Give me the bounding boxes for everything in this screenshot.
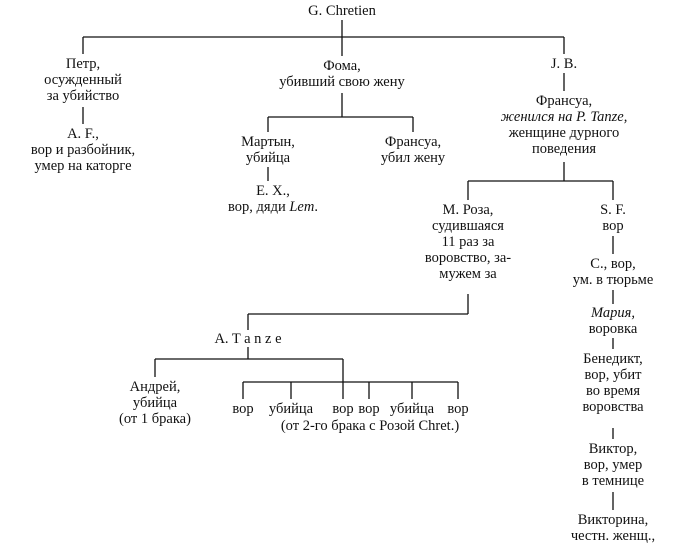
node-child2-4-label: вор — [358, 401, 380, 417]
node-francois2-line2: женился на P. Tanze, — [500, 109, 628, 125]
node-jb: J. B. — [529, 56, 599, 72]
node-foma-line2: убивший свою жену — [279, 74, 405, 90]
node-petr-line1: Петр, — [65, 56, 101, 72]
node-francois2: Франсуа, женился на P. Tanze, женщине ду… — [484, 93, 644, 157]
node-child2-4: вор — [349, 401, 389, 417]
node-atanze-label: A. T a n z e — [214, 331, 282, 347]
node-maria-line2: воровка — [588, 321, 638, 337]
node-viktorina-line2: честн. женщ., — [570, 528, 656, 544]
node-petr: Петр, осужденный за убийство — [18, 56, 148, 104]
node-af-line2: вор и разбойник, — [30, 142, 136, 158]
node-children2-note-label: (от 2-го брака с Розой Chret.) — [280, 418, 460, 434]
node-viktor-line3: в темнице — [581, 473, 645, 489]
node-francois2-line1: Франсуа, — [535, 93, 593, 109]
node-benedikt-line2: вор, убит — [584, 367, 642, 383]
node-martyn-line2: убийца — [245, 150, 291, 166]
node-sf: S. F. вор — [573, 202, 653, 234]
node-child2-3: вор — [323, 401, 363, 417]
node-benedikt-line1: Бенедикт, — [583, 351, 643, 367]
node-ex-end: . — [314, 199, 318, 215]
node-viktorina: Викторина, честн. женщ., — [558, 512, 668, 544]
node-benedikt-line4: воровства — [582, 399, 644, 415]
node-c-line2: ум. в тюрьме — [572, 272, 654, 288]
node-petr-line2: осужденный — [44, 72, 122, 88]
node-child2-6: вор — [438, 401, 478, 417]
node-atanze: A. T a n z e — [188, 331, 308, 347]
node-martyn: Мартын, убийца — [218, 134, 318, 166]
node-mroza-line3: 11 раз за — [441, 234, 495, 250]
node-francois1: Франсуа, убил жену — [363, 134, 463, 166]
node-sf-line2: вор — [602, 218, 624, 234]
node-benedikt: Бенедикт, вор, убит во время воровства — [563, 351, 663, 415]
node-viktor: Виктор, вор, умер в темнице — [563, 441, 663, 489]
node-child2-2: убийца — [261, 401, 321, 417]
node-child2-6-label: вор — [447, 401, 469, 417]
node-root-label: G. Chretien — [308, 3, 376, 19]
node-child2-1-label: вор — [232, 401, 254, 417]
node-benedikt-line3: во время — [586, 383, 640, 399]
node-ex-name: Lem — [289, 199, 315, 215]
node-martyn-line1: Мартын, — [241, 134, 295, 150]
node-child2-2-label: убийца — [268, 401, 314, 417]
node-francois2-line4: поведения — [531, 141, 597, 157]
node-mroza: M. Роза, судившаяся 11 раз за воровство,… — [408, 202, 528, 282]
node-jb-label: J. B. — [550, 56, 578, 72]
node-mroza-line4: воровство, за- — [424, 250, 512, 266]
node-mroza-line2: судившаяся — [432, 218, 504, 234]
node-maria: Мария, воровка — [568, 305, 658, 337]
node-ex-text: вор, дяди — [228, 199, 290, 215]
node-andrey: Андрей, убийца (от 1 брака) — [100, 379, 210, 427]
node-af-line3: умер на каторге — [34, 158, 132, 174]
node-af-line1: A. F., — [67, 126, 99, 142]
node-child2-1: вор — [223, 401, 263, 417]
node-francois2-line3: женщине дурного — [508, 125, 620, 141]
node-ex-line1: E. X., — [256, 183, 290, 199]
node-viktor-line1: Виктор, — [588, 441, 638, 457]
node-foma-line1: Фома, — [323, 58, 361, 74]
node-child2-5-label: убийца — [389, 401, 435, 417]
node-ex-line2: вор, дяди Lem. — [208, 199, 338, 215]
node-sf-line1: S. F. — [600, 202, 626, 218]
node-mroza-line5: мужем за — [439, 266, 497, 282]
node-maria-line1: Мария, — [591, 305, 635, 321]
node-andrey-line2: убийца — [132, 395, 178, 411]
node-mroza-line1: M. Роза, — [442, 202, 494, 218]
node-andrey-line1: Андрей, — [129, 379, 181, 395]
node-andrey-line3: (от 1 брака) — [119, 411, 191, 427]
node-c-line1: C., вор, — [590, 256, 636, 272]
node-viktorina-line1: Викторина, — [577, 512, 649, 528]
node-francois1-line1: Франсуа, — [384, 134, 442, 150]
node-viktor-line2: вор, умер — [583, 457, 643, 473]
node-child2-5: убийца — [382, 401, 442, 417]
node-children2-note: (от 2-го брака с Розой Chret.) — [250, 418, 490, 434]
node-root: G. Chretien — [292, 3, 392, 19]
node-child2-3-label: вор — [332, 401, 354, 417]
node-ex: E. X., вор, дяди Lem. — [208, 183, 338, 215]
node-petr-line3: за убийство — [46, 88, 120, 104]
node-c: C., вор, ум. в тюрьме — [553, 256, 673, 288]
node-francois1-line2: убил жену — [380, 150, 446, 166]
node-af: A. F., вор и разбойник, умер на каторге — [8, 126, 158, 174]
node-foma: Фома, убивший свою жену — [262, 58, 422, 90]
